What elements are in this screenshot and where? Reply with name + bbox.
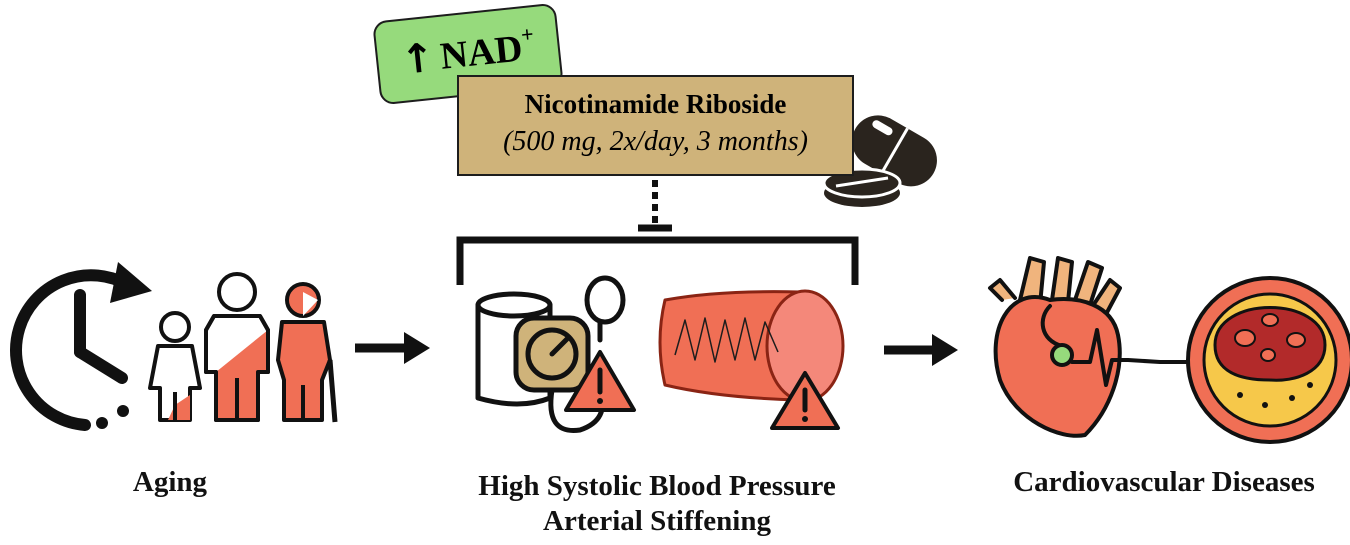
artery-icon	[658, 289, 845, 403]
arrow-pressure-to-disease	[884, 334, 958, 366]
aging-label: Aging	[132, 466, 208, 498]
clock-icon	[10, 269, 134, 431]
pressure-label-line1: High Systolic Blood Pressure	[478, 470, 836, 502]
nad-label: NAD+	[438, 21, 535, 78]
blood-pressure-cuff-icon	[475, 275, 626, 433]
warning-icon	[564, 350, 636, 412]
heart-icon	[988, 256, 1162, 438]
grouping-bracket	[456, 236, 859, 285]
supplement-dose: (500 mg, 2x/day, 3 months)	[503, 126, 808, 157]
arrow-aging-to-pressure	[355, 332, 430, 364]
warning-icon	[770, 371, 840, 430]
pills-icon	[822, 115, 937, 207]
clock-dot-icon	[96, 417, 108, 429]
clock-dot-icon	[117, 405, 129, 417]
up-arrow-icon: ↑	[398, 34, 437, 84]
people-aging-icon	[148, 272, 338, 423]
supplement-box: Nicotinamide Riboside (500 mg, 2x/day, 3…	[457, 75, 854, 176]
clock-arrow-icon	[110, 262, 152, 303]
artery-cross-section-icon	[1186, 276, 1350, 444]
disease-label: Cardiovascular Diseases	[1013, 466, 1315, 498]
pressure-label-line2: Arterial Stiffening	[543, 505, 771, 537]
supplement-name: Nicotinamide Riboside	[524, 89, 787, 119]
